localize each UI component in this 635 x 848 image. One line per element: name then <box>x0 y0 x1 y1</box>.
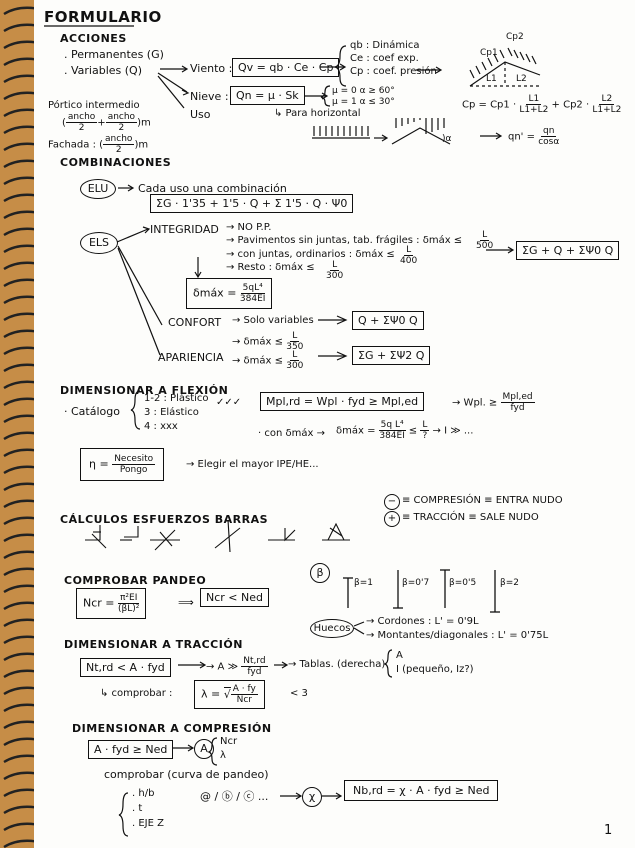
nieve-label: Nieve : <box>190 90 229 103</box>
curvas-text: @ / ⓑ / ⓒ ... <box>200 790 269 803</box>
nieve-case-1: μ = 0 α ≥ 60° <box>332 86 395 96</box>
elu-formula: ΣG · 1'35 + 1'5 · Q + Σ 1'5 · Q · Ψ0 <box>150 194 354 213</box>
con-smax: · con δmáx → <box>258 428 325 439</box>
page-number: 1 <box>604 823 613 838</box>
class-xxx: 4 : xxx <box>144 421 178 432</box>
a-circle: A <box>194 739 214 759</box>
brace-i: I (pequeño, Iz?) <box>396 664 474 675</box>
int-line-pp: → NO P.P. <box>226 222 272 233</box>
elu-circle: ELU <box>80 179 116 199</box>
section-acciones: ACCIONES <box>60 32 127 45</box>
flexion-formula: Mpl,rd = Wpl · fyd ≥ Mpl,ed <box>260 392 425 411</box>
nb-formula: Nb,rd = χ · A · fyd ≥ Ned <box>344 780 499 801</box>
cp2-label: Cp2 <box>506 32 524 42</box>
viento-def-ce: Ce : coef exp. <box>350 53 419 64</box>
ncr-arrow: ⟹ <box>178 596 194 609</box>
huecos-montantes: → Montantes/diagonales : L' = 0'75L <box>366 630 549 641</box>
l2-label: L2 <box>516 74 527 84</box>
compresion-formula: A · fyd ≥ Ned <box>88 740 174 759</box>
int-line-resto: → Resto : δmáx ≤ <box>226 262 315 273</box>
lambda-limit: < 3 <box>290 688 308 699</box>
chi-circle: χ <box>302 787 322 807</box>
class-elastico: 3 : Elástico <box>144 407 199 418</box>
uso-label: Uso <box>190 108 211 121</box>
nieve-case-2: μ = 1 α ≤ 30° <box>332 97 395 107</box>
section-esfuerzos: CÁLCULOS ESFUERZOS BARRAS <box>60 513 269 526</box>
brace-lambda: λ <box>220 750 226 761</box>
class-checks: ✓✓✓ <box>216 397 242 408</box>
section-compresion: DIMENSIONAR A COMPRESIÓN <box>72 722 272 735</box>
ncr-check: Ncr < Ned <box>200 588 269 607</box>
beta-1: β=1 <box>354 578 374 588</box>
beta-07: β=0'7 <box>402 578 430 588</box>
beta-circle: β <box>310 563 330 583</box>
portico-label: Pórtico intermedio <box>48 100 140 111</box>
huecos-cordones: → Cordones : L' = 0'9L <box>366 616 479 627</box>
cp1-label: Cp1 <box>480 48 498 58</box>
nieve-note: ↳ Para horizontal <box>274 108 361 119</box>
int-line-juntas: → con juntas, ordinarios : δmáx ≤ <box>226 249 395 260</box>
viento-label: Viento : <box>190 62 233 75</box>
traccion-formula: Nt,rd < A · fyd <box>80 658 171 677</box>
integridad-label: INTEGRIDAD <box>150 223 219 236</box>
param-hb: . h/b <box>132 788 155 799</box>
viento-formula: Qv = qb · Ce · Cp <box>232 58 340 77</box>
roof-alpha: )α <box>442 134 452 144</box>
param-t: . t <box>132 803 143 814</box>
brace-a: A <box>396 650 403 661</box>
section-combinaciones: COMBINACIONES <box>60 156 172 169</box>
viento-def-qb: qb : Dinámica <box>350 40 420 51</box>
brace-ncr: Ncr <box>220 736 238 747</box>
minus-circle: − <box>384 494 400 510</box>
beta-2: β=2 <box>500 578 520 588</box>
compresion-rule: ≡ COMPRESIÓN ≡ ENTRA NUDO <box>402 495 563 506</box>
nieve-formula: Qn = μ · Sk <box>230 86 305 105</box>
traccion-rule: ≡ TRACCIÓN ≡ SALE NUDO <box>402 512 539 523</box>
confort-label: CONFORT <box>168 316 222 329</box>
variables-label: . Variables (Q) <box>64 64 142 77</box>
confort-text: → Solo variables <box>232 315 314 326</box>
beta-05: β=0'5 <box>449 578 477 588</box>
param-eje-z: . EJE Z <box>132 818 164 829</box>
comprobar-curva: comprobar (curva de pandeo) <box>104 768 269 781</box>
catalogo-label: · Catálogo <box>64 405 120 418</box>
page-title: FORMULARIO <box>44 8 162 26</box>
int-line-pavimentos: → Pavimentos sin juntas, tab. frágiles :… <box>226 235 463 246</box>
ncr-formula: Ncr = π²EI(βL)² <box>76 588 147 619</box>
class-plastico: 1-2 : Plástico <box>144 393 209 404</box>
integridad-result: ΣG + Q + ΣΨ0 Q <box>516 241 620 260</box>
els-circle: ELS <box>80 232 118 254</box>
section-pandeo: COMPROBAR PANDEO <box>64 574 207 587</box>
section-traccion: DIMENSIONAR A TRACCIÓN <box>64 638 243 651</box>
l1-label: L1 <box>486 74 497 84</box>
elu-text: Cada uso una combinación <box>138 182 287 195</box>
tablas-text: → Tablas. (derecha) <box>288 659 386 670</box>
confort-result: Q + ΣΨ0 Q <box>352 311 424 330</box>
viento-def-cp: Cp : coef. presión <box>350 66 437 77</box>
apariencia-label: APARIENCIA <box>158 351 224 364</box>
comprobar-label: ↳ comprobar : <box>100 688 173 699</box>
apariencia-result: ΣG + ΣΨ2 Q <box>352 346 431 365</box>
huecos-circle: Huecos <box>310 619 354 638</box>
elegir-text: → Elegir el mayor IPE/HE... <box>186 459 319 470</box>
section-flexion: DIMENSIONAR A FLEXIÓN <box>60 384 229 397</box>
plus-circle: + <box>384 511 400 527</box>
permanentes-label: . Permanentes (G) <box>64 48 164 61</box>
